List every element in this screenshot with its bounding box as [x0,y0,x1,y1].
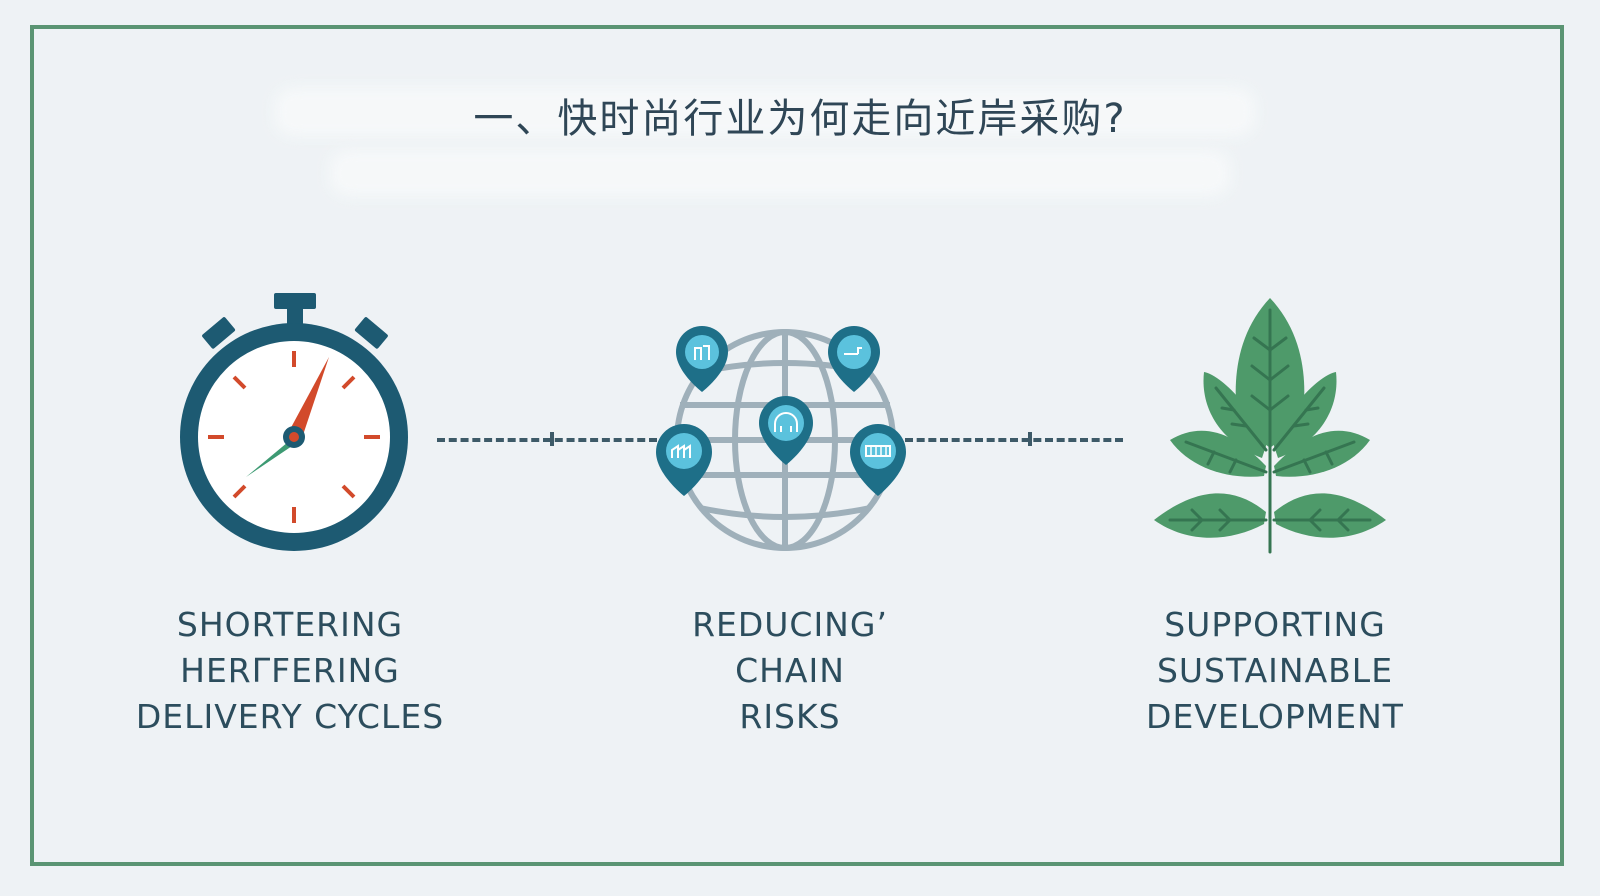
label-line: DELIVERY CYCLES [135,697,445,736]
label-line: CHAIN [735,651,845,690]
label-line: SUSTAINABLE [1156,651,1394,690]
label-shortening-delivery: SHORTERING HERΓFERING DELIVERY CYCLES [120,602,460,740]
map-pin-icon [656,424,712,496]
leaf-icon [1154,298,1386,554]
slide-frame [30,25,1564,866]
blurred-subtitle [330,150,1230,196]
label-line: SHORTERING [176,605,404,644]
label-line: REDUCING’ [692,605,888,644]
label-line: HERΓFERING [180,651,400,690]
label-reducing-chain-risks: REDUCING’ CHAIN RISKS [620,602,960,740]
label-line: DEVELOPMENT [1146,697,1404,736]
label-supporting-sustainable: SUPPORTING SUSTAINABLE DEVELOPMENT [1105,602,1445,740]
connector-right [905,438,1123,442]
map-pin-icon [759,396,813,465]
blurred-title-backdrop [275,88,1255,136]
connector-left-tick [550,432,554,446]
map-pin-icon [828,326,880,392]
globe-pins-icon [656,326,906,551]
map-pin-icon [676,326,728,392]
connector-left [437,438,657,442]
connector-right-tick [1028,432,1032,446]
label-line: SUPPORTING [1164,605,1386,644]
label-line: RISKS [739,697,841,736]
map-pin-icon [850,424,906,496]
stopwatch-icon [180,293,408,551]
page-title: 一、快时尚行业为何走向近岸采购? [473,96,1127,142]
